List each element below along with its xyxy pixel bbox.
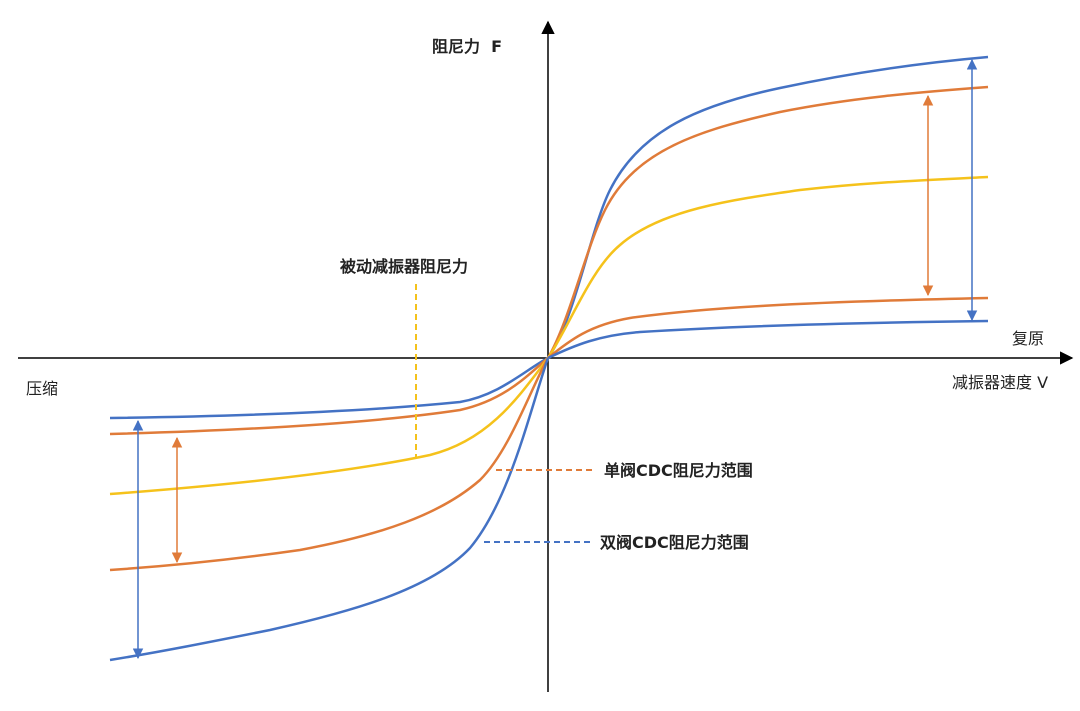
single-valve-lower-curve [547,296,989,359]
y-axis-label: 阻尼力 F [432,37,502,56]
compression-label: 压缩 [26,379,58,398]
dual-valve-upper-neg-curve [109,356,549,420]
passive-legend-label: 被动减振器阻尼力 [340,257,468,276]
rebound-label: 复原 [1012,329,1044,348]
x-axis-label: 减振器速度 V [952,373,1048,392]
single-valve-upper-neg-curve [109,357,549,436]
dual-valve-lower-neg-curve [109,357,550,662]
single-valve-upper-curve [546,85,989,359]
single-valve-legend-label: 单阀CDC阻尼力范围 [604,461,753,480]
dual-valve-upper-curve [546,55,989,359]
single-valve-lower-neg-curve [109,357,550,572]
passive-neg-curve [109,357,549,496]
dual-valve-lower-curve [547,319,989,360]
passive-upper-curve [546,175,989,359]
dual-valve-legend-label: 双阀CDC阻尼力范围 [600,533,749,552]
